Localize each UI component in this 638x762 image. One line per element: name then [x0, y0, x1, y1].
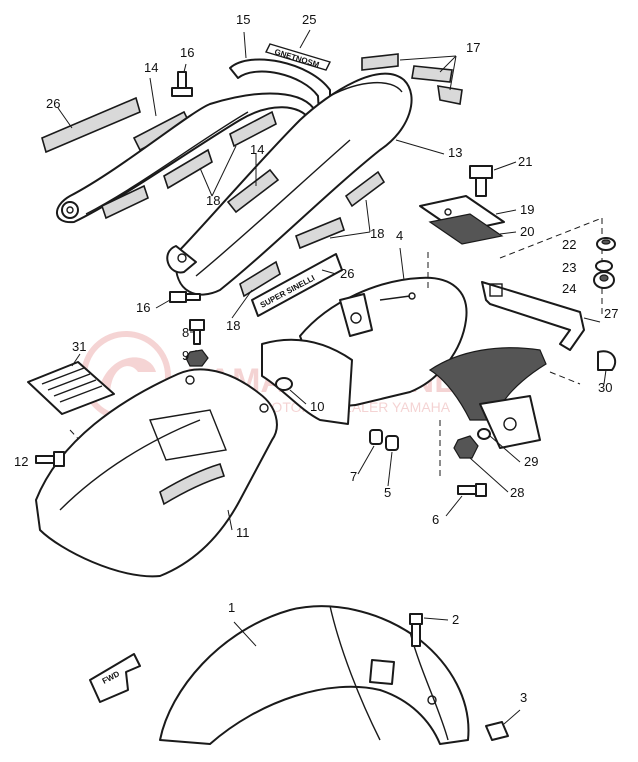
callout-31: 31	[72, 339, 86, 354]
callout-2: 2	[452, 612, 459, 627]
callout-17: 17	[466, 40, 480, 55]
part-13-seat-cowl	[166, 72, 445, 296]
callout-18: 18	[226, 318, 240, 333]
callout-6: 6	[432, 512, 439, 527]
callout-23: 23	[562, 260, 576, 275]
part-22-washer	[596, 237, 616, 251]
part-28-nut	[453, 435, 509, 493]
callout-22: 22	[562, 237, 576, 252]
part-6-bolt	[445, 483, 487, 517]
part-30-reflector	[597, 350, 617, 385]
part-29-washer	[477, 428, 521, 463]
callout-13: 13	[448, 145, 462, 160]
part-26-super-sinelli-decal: SUPER SINELLI	[251, 253, 343, 317]
part-rear-mud-flap	[428, 347, 547, 449]
callout-labels: 1234567891011121314141516161718181819202…	[14, 12, 618, 705]
callout-26: 26	[340, 266, 354, 281]
callout-14: 14	[250, 142, 264, 157]
callout-18: 18	[370, 226, 384, 241]
callout-21: 21	[518, 154, 532, 169]
callout-5: 5	[384, 485, 391, 500]
part-16-bolt-upper	[171, 63, 193, 97]
part-24-nut	[593, 271, 615, 289]
callout-11: 11	[236, 525, 250, 540]
part-17-emblems	[361, 53, 463, 105]
callout-4: 4	[396, 228, 403, 243]
fwd-arrow: FWD	[89, 653, 141, 703]
callout-15: 15	[236, 12, 250, 27]
part-9-nut	[185, 349, 209, 367]
part-21-bolt	[469, 161, 517, 197]
part-7-collar	[357, 429, 383, 475]
callout-1: 1	[228, 600, 235, 615]
callout-12: 12	[14, 454, 28, 469]
part-18-rubber-strips	[101, 110, 386, 319]
callout-9: 9	[182, 348, 189, 363]
callout-18: 18	[206, 193, 220, 208]
part-26-stripe-decal-left	[41, 96, 141, 154]
callout-27: 27	[604, 306, 618, 321]
callout-26: 26	[46, 96, 60, 111]
part-1-front-fender	[159, 605, 470, 745]
callout-28: 28	[510, 485, 524, 500]
part-12-bolt	[35, 451, 65, 467]
part-27-license-bracket	[481, 281, 601, 351]
callout-30: 30	[598, 380, 612, 395]
callout-19: 19	[520, 202, 534, 217]
callout-8: 8	[182, 325, 189, 340]
part-3-clip	[485, 709, 521, 741]
part-2-bolt	[409, 613, 449, 647]
callout-16: 16	[136, 300, 150, 315]
part-20-rubber-pad	[428, 213, 517, 245]
callout-16: 16	[180, 45, 194, 60]
part-10-grommet	[275, 377, 307, 405]
part-4-inner-fender	[261, 247, 468, 425]
part-5-collar	[385, 435, 399, 487]
part-16-bolt-lower	[155, 291, 201, 309]
part-23-washer	[595, 260, 613, 272]
part-8-bolt	[189, 319, 205, 345]
callout-3: 3	[520, 690, 527, 705]
callout-7: 7	[350, 469, 357, 484]
callout-10: 10	[310, 399, 324, 414]
part-11-rear-fender	[35, 368, 278, 578]
callout-29: 29	[524, 454, 538, 469]
callout-24: 24	[562, 281, 576, 296]
callout-14: 14	[144, 60, 158, 75]
callout-20: 20	[520, 224, 534, 239]
part-31-warning-label	[27, 353, 115, 415]
callout-25: 25	[302, 12, 316, 27]
